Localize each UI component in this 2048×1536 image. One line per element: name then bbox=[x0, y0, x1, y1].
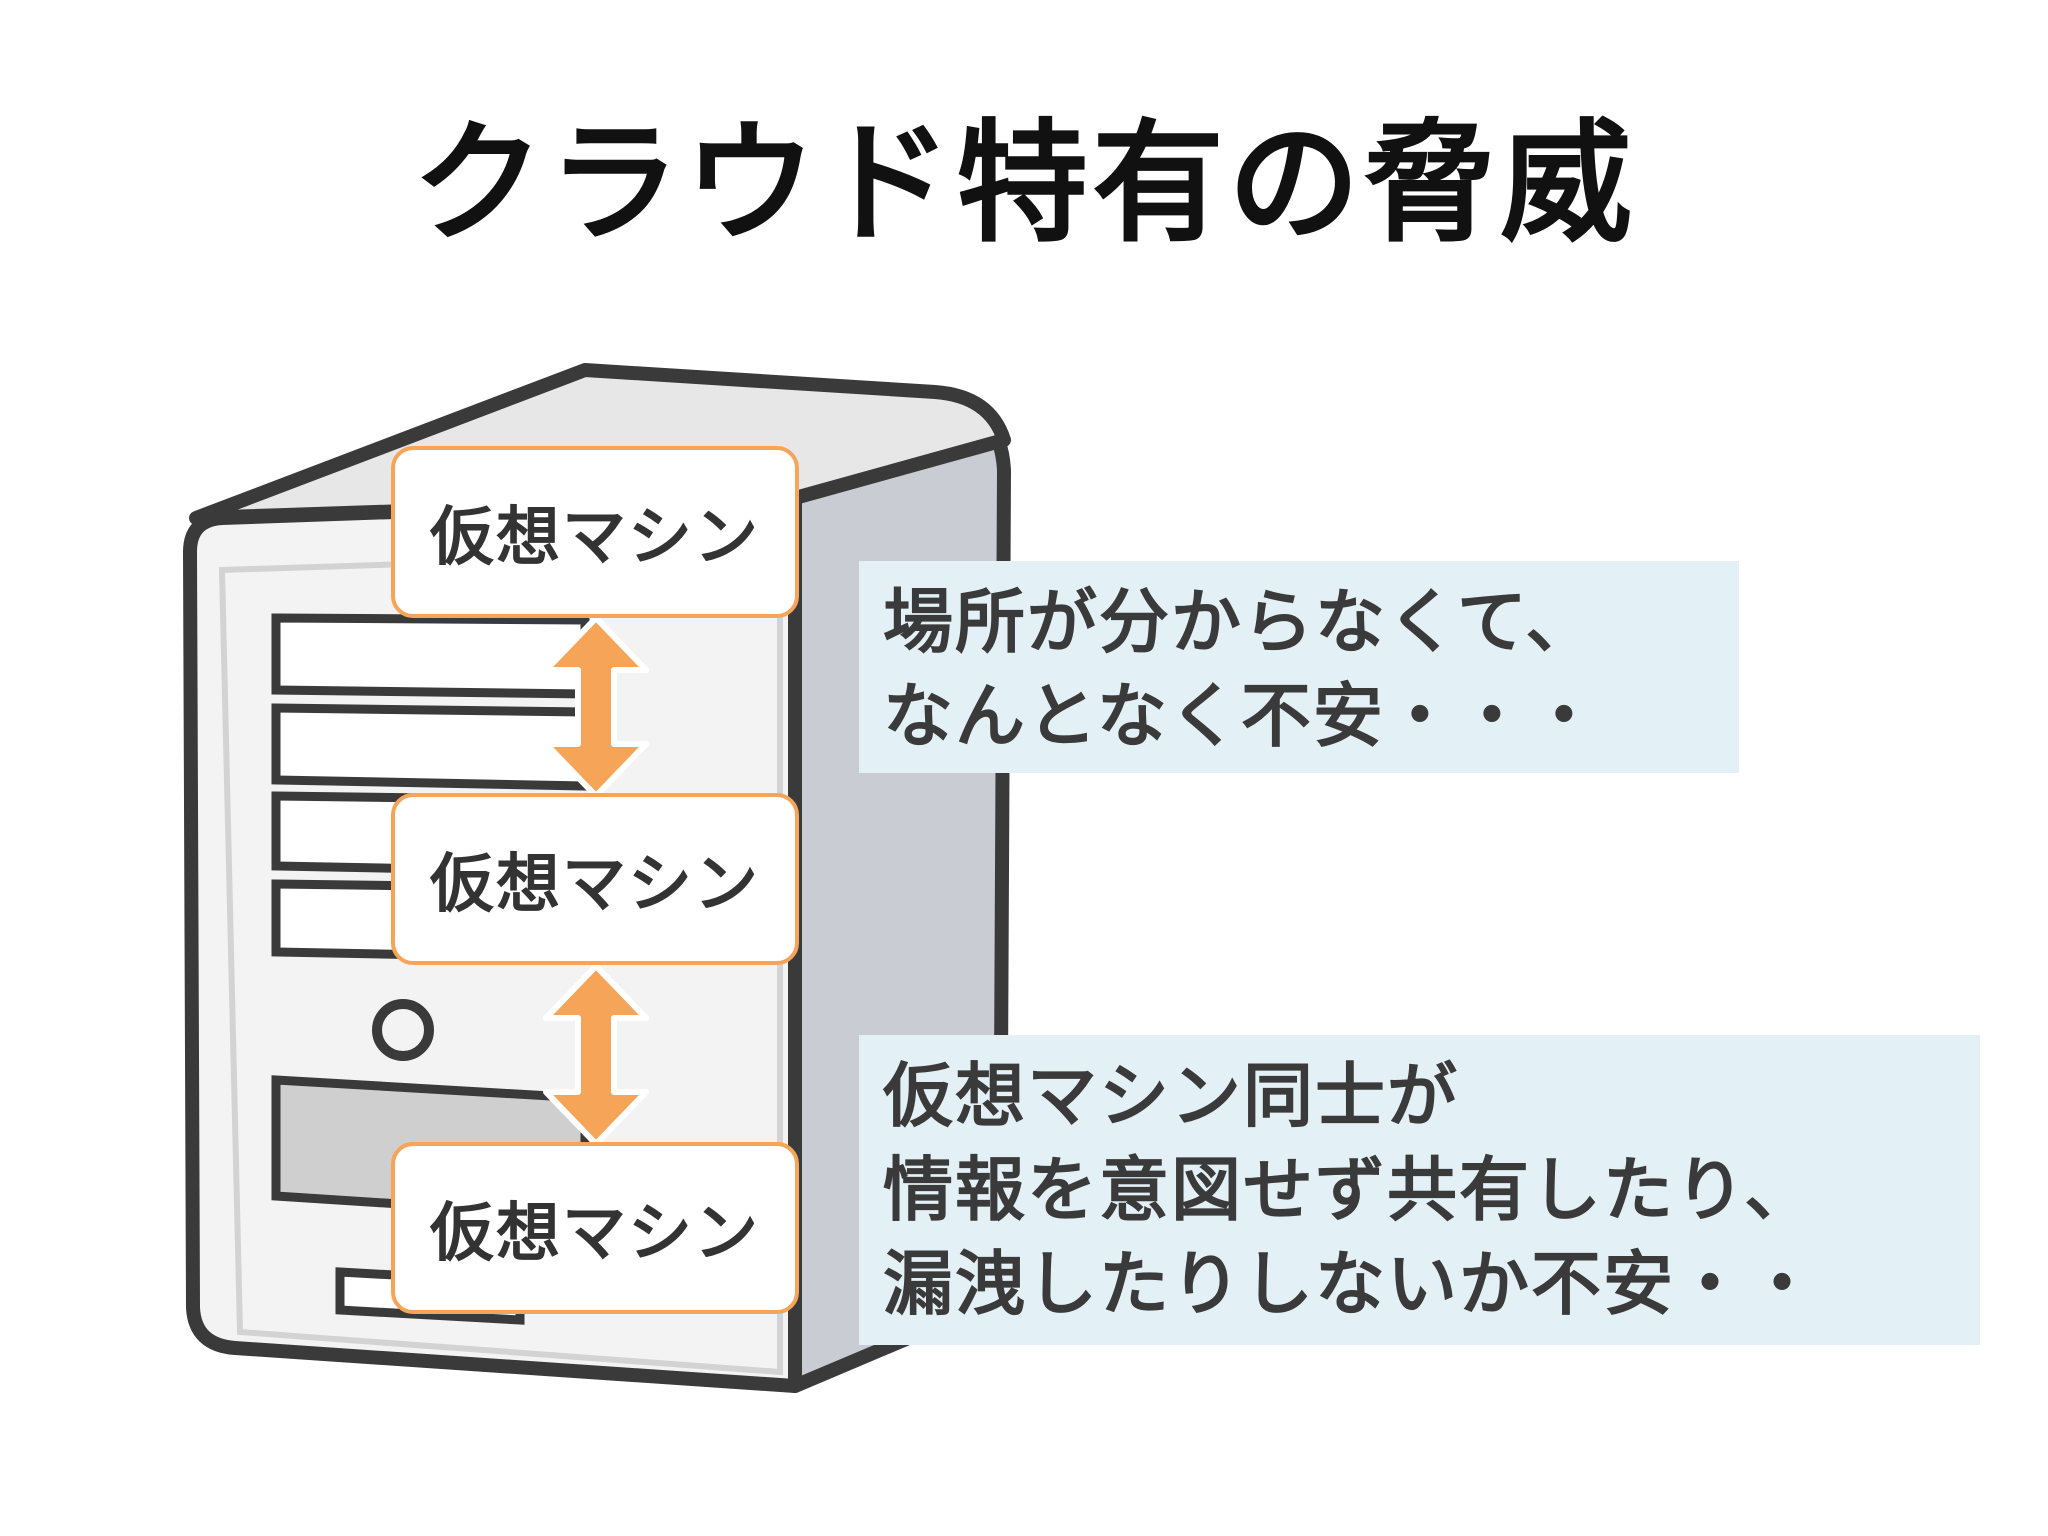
note-line: 情報を意図せず共有したり、 bbox=[883, 1149, 1817, 1231]
note-line: 漏洩したりしないか不安・・ bbox=[883, 1243, 1819, 1325]
virtual-machine-box: 仮想マシン bbox=[391, 793, 799, 965]
note-line: 場所が分からなくて、 bbox=[883, 581, 1598, 663]
location-concern-note: 場所が分からなくて、 なんとなく不安・・・ bbox=[859, 561, 1739, 773]
sharing-concern-note: 仮想マシン同士が 情報を意図せず共有したり、 漏洩したりしないか不安・・ bbox=[859, 1035, 1980, 1345]
slide-title: クラウド特有の脅威 bbox=[412, 107, 1636, 261]
note-line: なんとなく不安・・・ bbox=[883, 675, 1601, 757]
power-button-icon bbox=[372, 999, 434, 1061]
virtual-machine-box: 仮想マシン bbox=[391, 446, 799, 618]
note-line: 仮想マシン同士が bbox=[883, 1055, 1459, 1137]
virtual-machine-box: 仮想マシン bbox=[391, 1142, 799, 1314]
